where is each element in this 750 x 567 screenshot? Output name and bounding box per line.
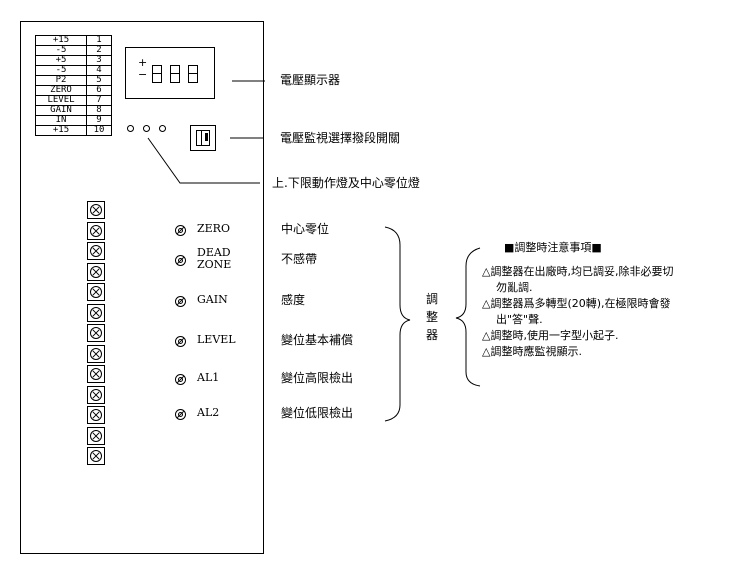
note-line: △調整器在出廠時,均已調妥,除非必要切 bbox=[482, 265, 674, 278]
adjuster-function: 中心零位 bbox=[281, 222, 330, 236]
lamps-leader-line bbox=[147, 137, 260, 184]
adjuster-label: AL2 bbox=[197, 406, 220, 419]
display-plus-sign: + bbox=[138, 56, 148, 69]
voltage-display: + − bbox=[125, 47, 215, 99]
terminal-screw bbox=[87, 324, 105, 342]
adjuster-potentiometer-icon[interactable] bbox=[175, 255, 186, 266]
terminal-screw-icon bbox=[90, 265, 102, 278]
label-limit-lamps: 上.下限動作燈及中心零位燈 bbox=[272, 176, 420, 190]
terminal-screw-icon bbox=[90, 327, 102, 339]
terminal-screw-icon bbox=[90, 429, 102, 442]
terminal-screw-icon bbox=[90, 347, 102, 360]
terminal-screw-icon bbox=[90, 368, 102, 380]
note-line: 出"答"聲. bbox=[496, 313, 543, 326]
terminal-screw-icon bbox=[90, 224, 102, 237]
terminal-screw bbox=[87, 385, 105, 404]
adjuster-group-title: 調整器 bbox=[425, 292, 438, 342]
label-selector-switch: 電壓監視選擇撥段開關 bbox=[280, 131, 401, 145]
adjuster-bracket bbox=[384, 226, 411, 422]
adjuster-potentiometer-icon[interactable] bbox=[175, 225, 186, 236]
terminal-screw bbox=[87, 262, 105, 281]
terminal-screw bbox=[87, 447, 105, 465]
display-digit bbox=[188, 65, 198, 83]
terminal-screw bbox=[87, 283, 105, 301]
terminal-screw bbox=[87, 344, 105, 363]
terminal-screw bbox=[87, 303, 105, 322]
display-digit bbox=[170, 65, 180, 83]
adjuster-label: GAIN bbox=[197, 293, 228, 306]
display-digit bbox=[152, 65, 162, 83]
label-voltage-display: 電壓顯示器 bbox=[280, 73, 341, 87]
lamp-lower-limit bbox=[159, 125, 166, 132]
terminal-screw-icon bbox=[90, 306, 102, 319]
terminal-screw bbox=[87, 242, 105, 260]
note-line: 勿亂調. bbox=[496, 281, 533, 294]
adjuster-potentiometer-icon[interactable] bbox=[175, 374, 186, 385]
terminal-screw-icon bbox=[90, 409, 102, 421]
adjustment-notes: ■調整時注意事項■ △調整器在出廠時,均已調妥,除非必要切勿亂調. △調整器爲多轉… bbox=[482, 240, 750, 360]
terminal-screw bbox=[87, 426, 105, 445]
terminal-screw bbox=[87, 201, 105, 219]
adjuster-function: 變位低限檢出 bbox=[281, 406, 354, 420]
lamp-center-zero bbox=[143, 125, 150, 132]
note-line: △調整器爲多轉型(20轉),在極限時會發 bbox=[482, 297, 671, 310]
notes-heading: ■調整時注意事項■ bbox=[504, 241, 602, 254]
terminal-screw-icon bbox=[90, 204, 102, 216]
terminal-screw-icon bbox=[90, 286, 102, 298]
terminal-screw-icon bbox=[90, 245, 102, 257]
terminal-screw bbox=[87, 406, 105, 424]
voltage-monitor-selector-switch[interactable] bbox=[190, 125, 216, 151]
display-minus-sign: − bbox=[138, 68, 148, 81]
pin-number: 10 bbox=[86, 125, 112, 136]
adjuster-label: AL1 bbox=[197, 371, 220, 384]
terminal-screw-icon bbox=[90, 450, 102, 462]
adjuster-potentiometer-icon[interactable] bbox=[175, 409, 186, 420]
adjuster-label: LEVEL bbox=[197, 333, 236, 346]
adjuster-function: 不感帶 bbox=[281, 252, 318, 266]
selector-switch-knob bbox=[196, 130, 210, 146]
lamp-upper-limit bbox=[127, 125, 134, 132]
note-line: △調整時應監視顯示. bbox=[482, 345, 582, 358]
controller-panel bbox=[20, 21, 264, 554]
adjuster-function: 感度 bbox=[281, 293, 306, 307]
terminal-screw-icon bbox=[90, 388, 102, 401]
adjuster-function: 變位高限檢出 bbox=[281, 371, 354, 385]
note-line: △調整時,使用一字型小起子. bbox=[482, 329, 619, 342]
adjuster-label: ZERO bbox=[197, 222, 230, 235]
notes-bracket bbox=[455, 247, 481, 387]
adjuster-function: 變位基本補償 bbox=[281, 333, 354, 347]
adjuster-potentiometer-icon[interactable] bbox=[175, 336, 186, 347]
adjuster-potentiometer-icon[interactable] bbox=[175, 296, 186, 307]
terminal-screw bbox=[87, 365, 105, 383]
terminal-screw bbox=[87, 221, 105, 240]
